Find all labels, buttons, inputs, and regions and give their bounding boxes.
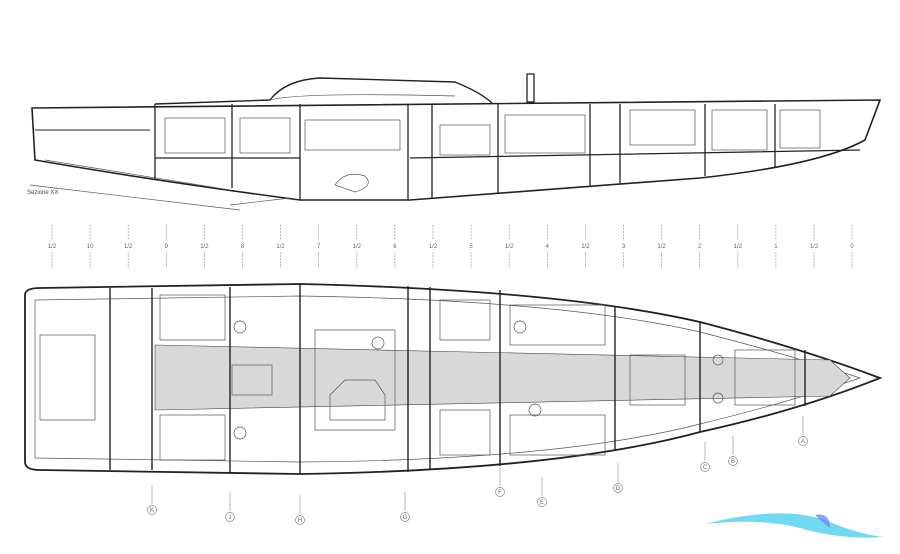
station-label: 1/2: [124, 244, 133, 250]
station-mark: 2: [698, 225, 702, 268]
frame-label: K: [150, 508, 154, 514]
deckhouse-window: [269, 94, 456, 101]
station-mark: 7: [317, 225, 321, 268]
station-label: 7: [317, 244, 321, 250]
frame-label: J: [229, 515, 232, 521]
station-label: 4: [546, 244, 550, 250]
station-label: 1/2: [429, 244, 438, 250]
frame-mark: B: [728, 436, 738, 466]
station-label: 8: [241, 244, 245, 250]
rudder-lines: [29, 159, 291, 211]
frame-mark: C: [700, 442, 710, 472]
frame-marks: K J H G F E D C B A: [147, 416, 808, 525]
frame-circle: [295, 515, 305, 525]
profile-bulkheads: [154, 104, 776, 200]
station-label: 1/2: [657, 244, 666, 250]
frame-label: G: [403, 515, 408, 521]
cabin-sole: [155, 149, 861, 159]
frame-mark: J: [225, 492, 235, 522]
station-mark: 1/2: [48, 225, 57, 268]
watermark-logo: [705, 513, 885, 538]
frame-label: C: [703, 465, 708, 471]
frame-circle: [225, 512, 235, 522]
frame-mark: D: [613, 463, 623, 493]
frame-circle: [537, 497, 547, 507]
station-label: 1/2: [200, 244, 209, 250]
watermark-fin: [815, 514, 830, 528]
frame-circle: [495, 487, 505, 497]
watermark-wave: [705, 513, 885, 538]
frame-circle: [700, 462, 710, 472]
station-label: 1/2: [734, 244, 743, 250]
plan-hull-outline: [24, 283, 883, 475]
station-mark: 3: [622, 225, 626, 268]
corridor: [154, 344, 851, 411]
station-label: 10: [87, 244, 94, 250]
deckhouse: [154, 77, 493, 105]
station-mark: 1/2: [505, 225, 514, 268]
frame-circle: [728, 456, 738, 466]
station-label: 1/2: [810, 244, 819, 250]
plan-inner-line: [34, 295, 862, 463]
station-label: 1/2: [48, 244, 57, 250]
frame-label: D: [616, 486, 621, 492]
frame-mark: E: [537, 477, 547, 507]
station-label: 2: [698, 244, 702, 250]
station-mark: 1/2: [200, 225, 209, 268]
station-mark: 1/2: [429, 225, 438, 268]
station-mark: 0: [850, 225, 854, 268]
station-label: 9: [165, 244, 169, 250]
station-mark: 1/2: [353, 225, 362, 268]
frame-circle: [798, 436, 808, 446]
station-mark: 1/2: [657, 225, 666, 268]
plan-view: [24, 283, 883, 475]
frame-label: H: [298, 518, 302, 524]
station-label: 1/2: [505, 244, 514, 250]
frame-circle: [400, 512, 410, 522]
station-label: 1: [774, 244, 778, 250]
frame-mark: A: [798, 416, 808, 446]
station-mark: 5: [469, 225, 473, 268]
plan-furniture: [39, 294, 796, 461]
frame-mark: G: [400, 492, 410, 522]
profile-furniture: [164, 109, 821, 193]
station-label: 0: [850, 244, 854, 250]
mast-stub: [526, 73, 535, 103]
frame-label: A: [801, 439, 805, 445]
station-label: 1/2: [353, 244, 362, 250]
station-label: 3: [622, 244, 626, 250]
frame-label: F: [498, 490, 502, 496]
frame-label: E: [540, 500, 544, 506]
station-label: 1/2: [581, 244, 590, 250]
station-mark: 10: [87, 225, 94, 268]
station-mark: 1: [774, 225, 778, 268]
station-mark: 1/2: [124, 225, 133, 268]
station-mark: 1/2: [810, 225, 819, 268]
station-mark: 1/2: [581, 225, 590, 268]
frame-circle: [147, 505, 157, 515]
station-mark: 1/2: [276, 225, 285, 268]
station-label: 5: [469, 244, 473, 250]
frame-mark: K: [147, 485, 157, 515]
station-mark: 1/2: [734, 225, 743, 268]
profile-view: Sezione XX: [27, 73, 882, 211]
station-mark: 9: [165, 225, 169, 268]
plan-bulkheads: [109, 284, 806, 474]
station-mark: 4: [546, 225, 550, 268]
station-mark: 8: [241, 225, 245, 268]
frame-mark: H: [295, 495, 305, 525]
station-mark: 6: [393, 225, 397, 268]
frame-circle: [613, 483, 623, 493]
section-label: Sezione XX: [27, 190, 58, 196]
frame-label: B: [731, 459, 735, 465]
station-label: 6: [393, 244, 397, 250]
frame-mark: F: [495, 467, 505, 497]
station-label: 1/2: [276, 244, 285, 250]
